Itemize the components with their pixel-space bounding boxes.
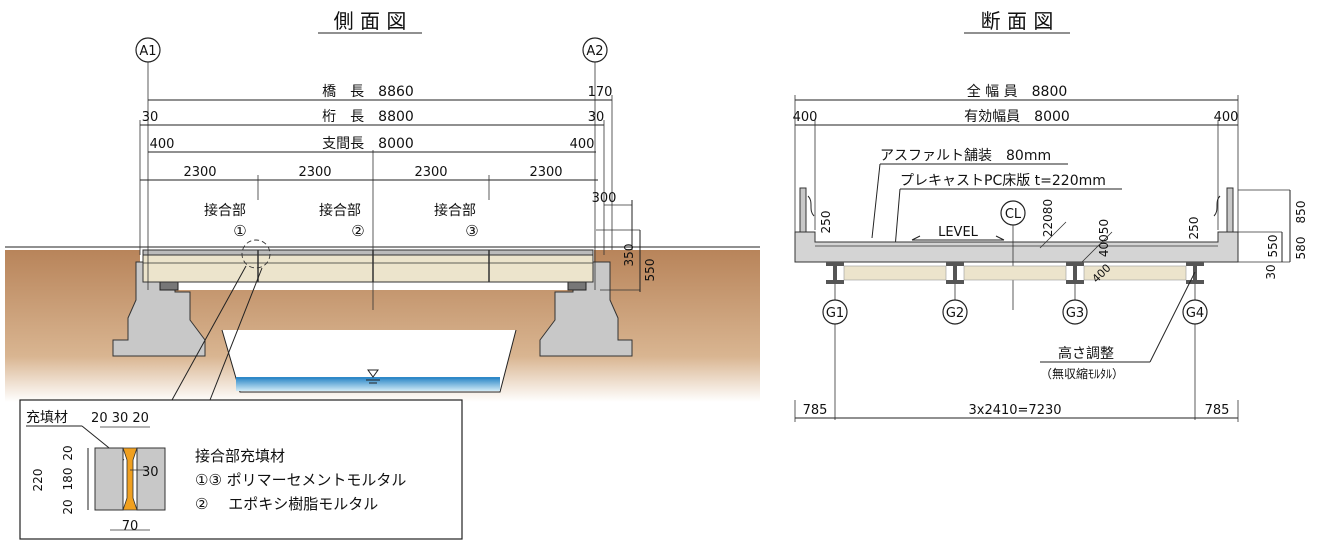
detail-dim-20-bottom: 20 <box>61 499 75 514</box>
girder-g1-marker <box>822 299 848 325</box>
dim-400-right: 400 <box>570 137 595 152</box>
detail-dim-20-top: 20 <box>61 445 75 460</box>
joint-1-label: 接合部 <box>204 202 246 219</box>
detail-dim-220: 220 <box>31 469 45 492</box>
cs-dim-785-right: 785 <box>1205 403 1230 418</box>
detail-filler <box>122 447 138 511</box>
railing-left <box>799 187 815 233</box>
dim-30-right: 30 <box>588 110 605 125</box>
cs-dim-850: 850 <box>1294 201 1308 224</box>
girder-2-section <box>946 262 964 284</box>
effective-width-dim: 有効幅員 8000 <box>964 109 1070 125</box>
river-channel <box>222 330 516 392</box>
joint-2-label: 接合部 <box>319 202 361 219</box>
span-length-dim: 支間長 8000 <box>322 136 414 152</box>
detail-dim-70: 70 <box>122 519 139 534</box>
detail-block-left <box>94 447 124 511</box>
dim-550: 550 <box>643 259 657 282</box>
girder-g2-label: G2 <box>946 306 964 321</box>
detail-dim-180: 180 <box>61 468 75 491</box>
cs-dim-580: 580 <box>1294 237 1308 260</box>
side-view: 側 面 図 A1 A2 <box>5 9 760 402</box>
abutment-left <box>112 261 206 357</box>
dim-2300-d: 2300 <box>529 165 562 180</box>
slab-label: プレキャストPC床版 t=220mm <box>900 173 1106 189</box>
legend-line-1: ①③ ポリマーセメントモルタル <box>195 471 406 489</box>
cs-dim-spacing: 3x2410=7230 <box>968 403 1061 418</box>
dim-170: 170 <box>588 85 613 100</box>
dim-400-left: 400 <box>150 137 175 152</box>
legend-title: 接合部充填材 <box>195 447 285 465</box>
girder-g3-marker <box>1062 299 1088 325</box>
joint-detail: 充填材 20 30 20 30 220 20 180 20 70 接合部充填材 … <box>19 399 463 540</box>
level-label: LEVEL <box>938 225 979 240</box>
water-level-symbol <box>366 369 380 384</box>
girder-length-dim: 桁 長 8800 <box>322 109 414 125</box>
joint-2-num: ② <box>351 222 364 240</box>
asphalt-label: アスファルト舗装 80mm <box>880 148 1051 164</box>
cs-dim-400-left: 400 <box>793 110 818 125</box>
dim-2300-b: 2300 <box>298 165 331 180</box>
detail-dim-30: 30 <box>142 465 159 480</box>
axis-a2-label: A2 <box>586 44 603 59</box>
axis-a1-label: A1 <box>139 44 156 59</box>
joint-3-num: ③ <box>465 222 478 240</box>
joint-3-label: 接合部 <box>434 202 476 219</box>
cs-dim-785-left: 785 <box>803 403 828 418</box>
centerline-label: CL <box>1005 207 1022 222</box>
total-width-dim: 全 幅 員 8800 <box>967 83 1068 100</box>
dim-350: 350 <box>622 244 636 267</box>
abutment-right <box>539 261 633 357</box>
detail-callout-circle <box>241 239 271 269</box>
bridge-length-dim: 橋 長 8860 <box>322 84 414 100</box>
girder-g2-marker <box>942 299 968 325</box>
girder-g4-label: G4 <box>1186 306 1204 321</box>
cs-dim-22080: 22080 <box>1041 199 1055 237</box>
cs-dim-40050: 40050 <box>1097 219 1111 257</box>
cross-section-title: 断 面 図 <box>981 9 1054 33</box>
cross-section: 断 面 図 全 幅 員 8800 有効幅員 8000 400 400 アスファル… <box>793 9 1308 422</box>
cs-dim-250-right: 250 <box>1187 217 1201 240</box>
cs-dim-550: 550 <box>1266 235 1280 258</box>
slab-section <box>794 231 1239 263</box>
joint-1-num: ① <box>233 222 246 240</box>
ground-soil <box>5 250 760 402</box>
girder-g3-label: G3 <box>1066 306 1084 321</box>
dim-2300-a: 2300 <box>183 165 216 180</box>
girder-3-section <box>1066 262 1084 284</box>
dim-300: 300 <box>592 191 617 206</box>
detail-dim-top: 20 30 20 <box>91 411 149 426</box>
girder-1-section <box>826 262 844 284</box>
filler-label: 充填材 <box>26 410 68 426</box>
cs-dim-400-small: 400 <box>1090 262 1114 286</box>
girder-g1-label: G1 <box>826 306 844 321</box>
river-water <box>236 378 500 391</box>
height-adjust-label: 高さ調整 <box>1058 345 1114 362</box>
legend-line-2: ② エポキシ樹脂モルタル <box>195 495 378 513</box>
dim-30-left: 30 <box>142 110 159 125</box>
cs-dim-400-right: 400 <box>1214 110 1239 125</box>
cs-dim-30: 30 <box>1264 264 1278 279</box>
dim-2300-c: 2300 <box>414 165 447 180</box>
railing-right <box>1213 187 1234 233</box>
cs-dim-250-left: 250 <box>819 211 833 234</box>
joint-detail-frame <box>19 399 463 540</box>
girder-g4-marker <box>1182 299 1208 325</box>
side-view-title: 側 面 図 <box>334 9 407 33</box>
detail-block-right <box>136 447 166 511</box>
side-deck <box>142 254 594 283</box>
height-adjust-note: （無収縮ﾓﾙﾀﾙ） <box>1040 366 1124 381</box>
